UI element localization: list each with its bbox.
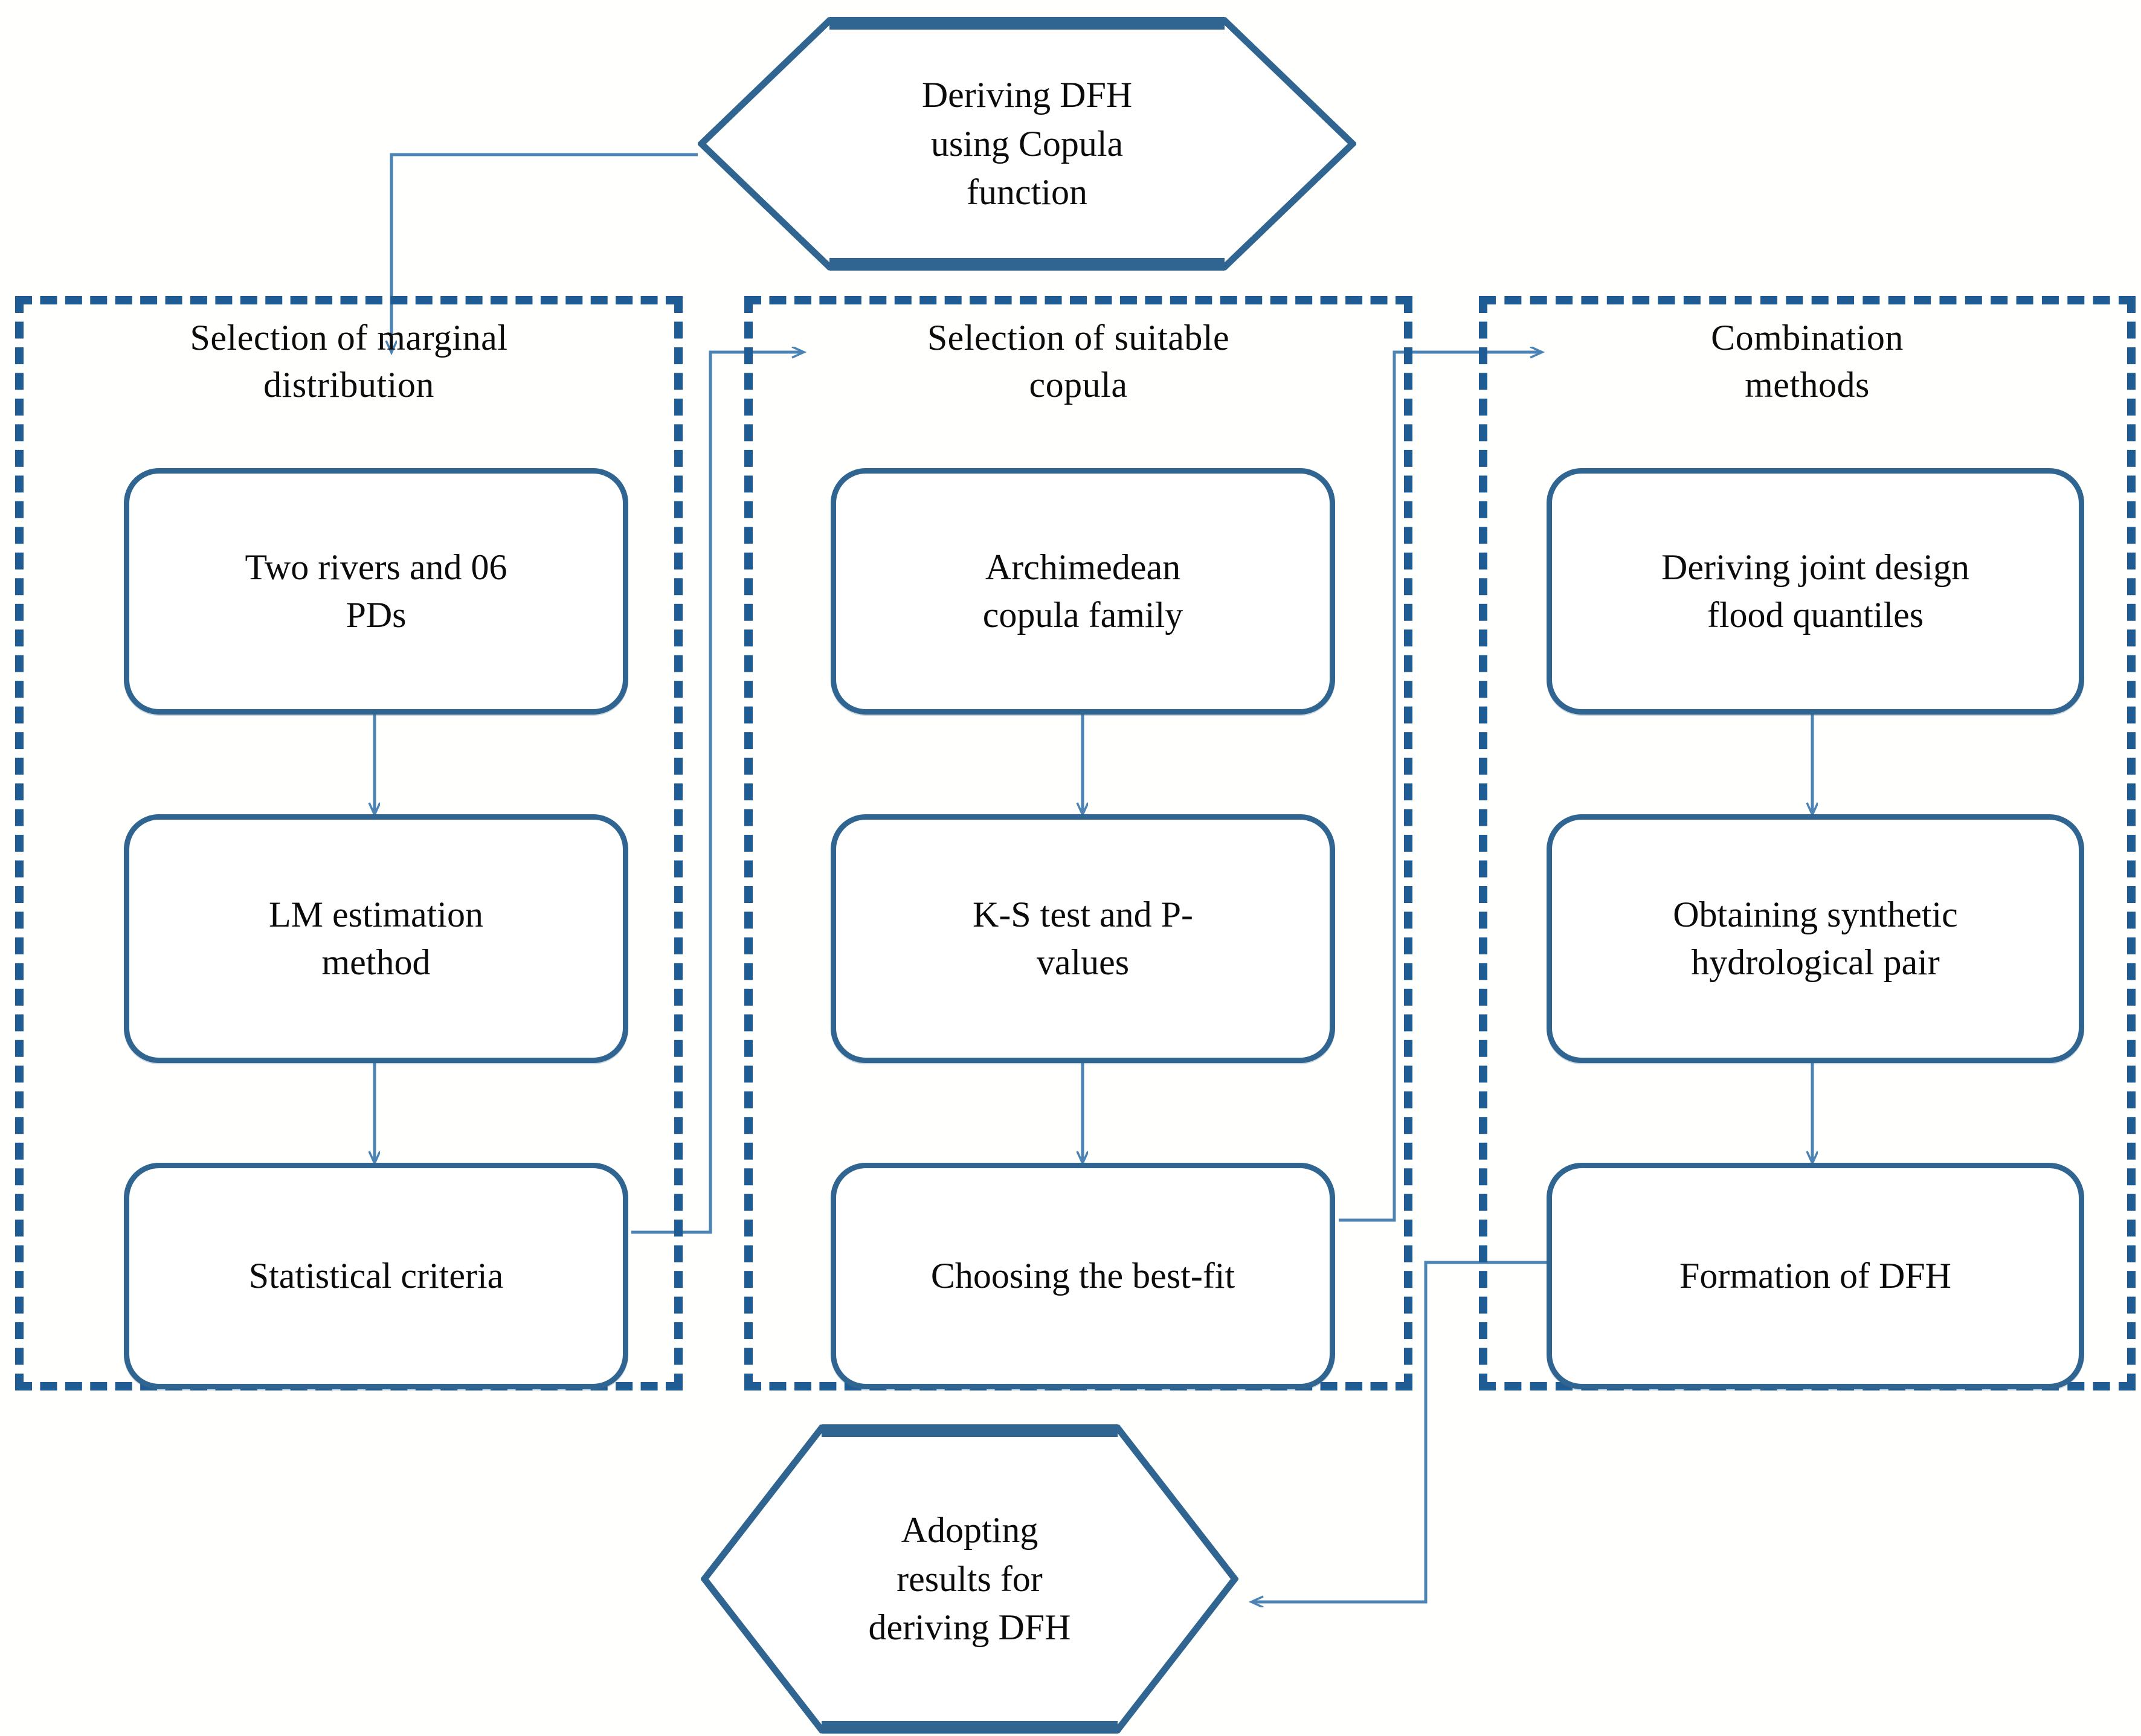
connector-bestfit-to-panel3 bbox=[1339, 352, 1542, 1222]
panel-title-marginal-distribution: Selection of marginal distribution bbox=[190, 318, 508, 405]
step-archimedean-copula-family[interactable]: Archimedean copula family bbox=[831, 468, 1335, 715]
step-two-rivers-06-pds[interactable]: Two rivers and 06 PDs bbox=[124, 468, 628, 715]
panel-title-suitable-copula: Selection of suitable copula bbox=[927, 318, 1230, 405]
start-hexagon-label: Deriving DFH using Copula function bbox=[921, 75, 1133, 213]
start-hexagon: Deriving DFH using Copula function bbox=[698, 17, 1356, 271]
panel-title-combination-methods: Combination methods bbox=[1711, 318, 1904, 405]
step-formation-of-dfh[interactable]: Formation of DFH bbox=[1547, 1163, 2084, 1389]
step-obtaining-synthetic-hydrological-pair[interactable]: Obtaining synthetic hydrological pair bbox=[1547, 814, 2084, 1063]
step-statistical-criteria[interactable]: Statistical criteria bbox=[124, 1163, 628, 1389]
hexagon-shape bbox=[698, 17, 1356, 271]
step-choosing-best-fit[interactable]: Choosing the best-fit bbox=[831, 1163, 1335, 1389]
step-lm-estimation-method[interactable]: LM estimation method bbox=[124, 814, 628, 1063]
hexagon-shape bbox=[701, 1424, 1238, 1734]
connector-start-to-panel1 bbox=[391, 153, 698, 352]
end-hexagon: Adopting results for deriving DFH bbox=[701, 1424, 1238, 1734]
step-ks-test-p-values[interactable]: K-S test and P- values bbox=[831, 814, 1335, 1063]
connector-criteria-to-panel2 bbox=[631, 352, 803, 1234]
end-hexagon-label: Adopting results for deriving DFH bbox=[868, 1510, 1071, 1648]
step-deriving-joint-design-flood-quantiles[interactable]: Deriving joint design flood quantiles bbox=[1547, 468, 2084, 715]
